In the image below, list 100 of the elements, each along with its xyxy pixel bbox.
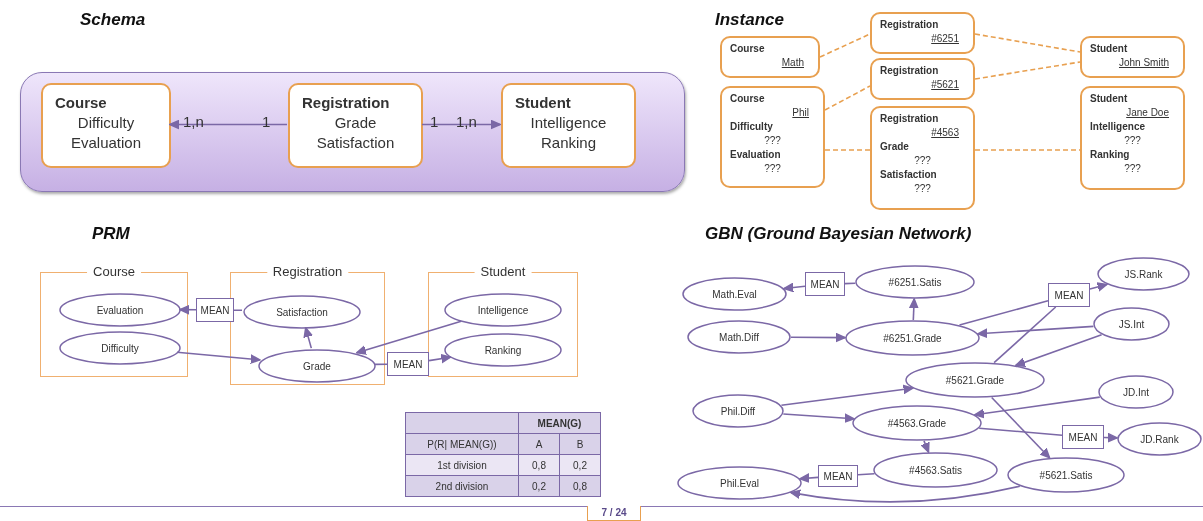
variable-ellipse [852,405,982,441]
instance-card [1080,36,1185,78]
instance-id: Phil [791,106,810,120]
attribute-value: ??? [1123,134,1142,148]
arrow [780,384,914,407]
card-title: Student [515,93,572,113]
connector-line [857,473,876,476]
variable-name: #6251.Grade [882,332,943,344]
connector-line [978,427,1063,436]
variable-ellipse [1097,257,1190,291]
aggregator-label: MEAN [392,358,424,370]
cardinality-label: 1 [430,113,439,130]
variable-ellipse [905,362,1045,398]
attribute-value: ??? [913,182,932,196]
arrow [920,440,930,453]
dashed-link [824,149,871,151]
variable-name: Grade [302,360,332,372]
arrow [1089,282,1108,292]
variable-name: Math.Diff [718,331,760,343]
variable-name: #5621.Satis [1038,469,1094,481]
variable-name: Phil.Eval [719,477,760,489]
instance-card [870,58,975,100]
variable-ellipse [258,349,376,383]
arrow [169,119,288,130]
attribute-value: ??? [763,162,782,176]
arrow [421,119,501,130]
aggregator-box [805,272,845,296]
variable-name: #6251.Satis [887,276,943,288]
variable-name: Math.Eval [711,288,758,300]
card-title: Registration [880,18,940,32]
attribute-name: Ranking [1090,148,1131,162]
row-label: 2nd division [406,476,518,496]
variable-ellipse [444,333,562,367]
rounded-panel [20,72,685,192]
arrow [303,327,313,349]
variable-ellipse [1117,422,1202,456]
arrow [179,304,197,315]
variable-name: #5621.Grade [944,374,1006,386]
table-header: P(R| MEAN(G)) [406,434,518,454]
arrow [1103,432,1118,443]
dashed-link [974,149,1081,151]
variable-ellipse [243,295,361,329]
connector-line [374,363,388,366]
attribute-name: Evaluation [730,148,782,162]
instance-card [870,106,975,210]
dashed-link [974,33,1081,53]
variable-ellipse [59,293,181,327]
connector-line [233,309,243,312]
row-label: 1st division [406,455,518,475]
variable-ellipse [1093,307,1170,341]
aggregator-box [818,465,858,487]
variable-ellipse [873,452,998,488]
attribute-value: ??? [763,134,782,148]
instance-card [720,36,820,78]
variable-ellipse [845,320,980,356]
connector-line [844,282,856,285]
variable-ellipse [1098,375,1174,409]
aggregator-box [387,352,429,376]
section-heading: PRM [92,224,130,244]
aggregator-label: MEAN [809,278,841,290]
instance-card [870,12,975,54]
arrow [428,353,452,364]
probability-value: 0,2 [519,476,559,496]
aggregator-label: MEAN [1067,431,1099,443]
instance-id: #4563 [930,126,960,140]
variable-name: JS.Int [1117,318,1146,330]
variable-name: JD.Rank [1139,433,1180,445]
card-title: Student [1090,42,1129,56]
variable-name: Difficulty [100,342,140,354]
probability-value: 0,2 [560,455,600,475]
instance-id: #5621 [930,78,960,92]
section-heading: Instance [715,10,784,30]
variable-name: #4563.Satis [908,464,963,476]
entity-card [501,83,636,168]
frame-title: Registration [266,264,349,280]
variable-ellipse [1007,457,1125,493]
instance-id: #6251 [930,32,960,46]
arrow [799,473,819,483]
instance-card [1080,86,1185,190]
variable-ellipse [59,331,181,365]
arrow [977,325,1095,338]
entity-card [41,83,171,168]
card-title: Registration [302,93,391,113]
arrow [974,396,1101,419]
attribute-name: Ranking [539,133,597,153]
variable-ellipse [687,320,791,354]
variable-name: Satisfaction [275,306,329,318]
arrow [176,351,261,364]
variable-name: Evaluation [95,304,145,316]
card-title: Registration [880,64,940,78]
dashed-link [974,61,1081,80]
card-title: Course [55,93,108,113]
column-header: MEAN(G) [519,413,600,433]
probability-value: 0,8 [560,476,600,496]
connector-line [958,300,1049,326]
instance-id: Math [780,56,805,70]
aggregator-box [196,298,234,322]
variable-name: Ranking [483,344,523,356]
probability-value: 0,8 [519,455,559,475]
attribute-name: Evaluation [69,133,143,153]
